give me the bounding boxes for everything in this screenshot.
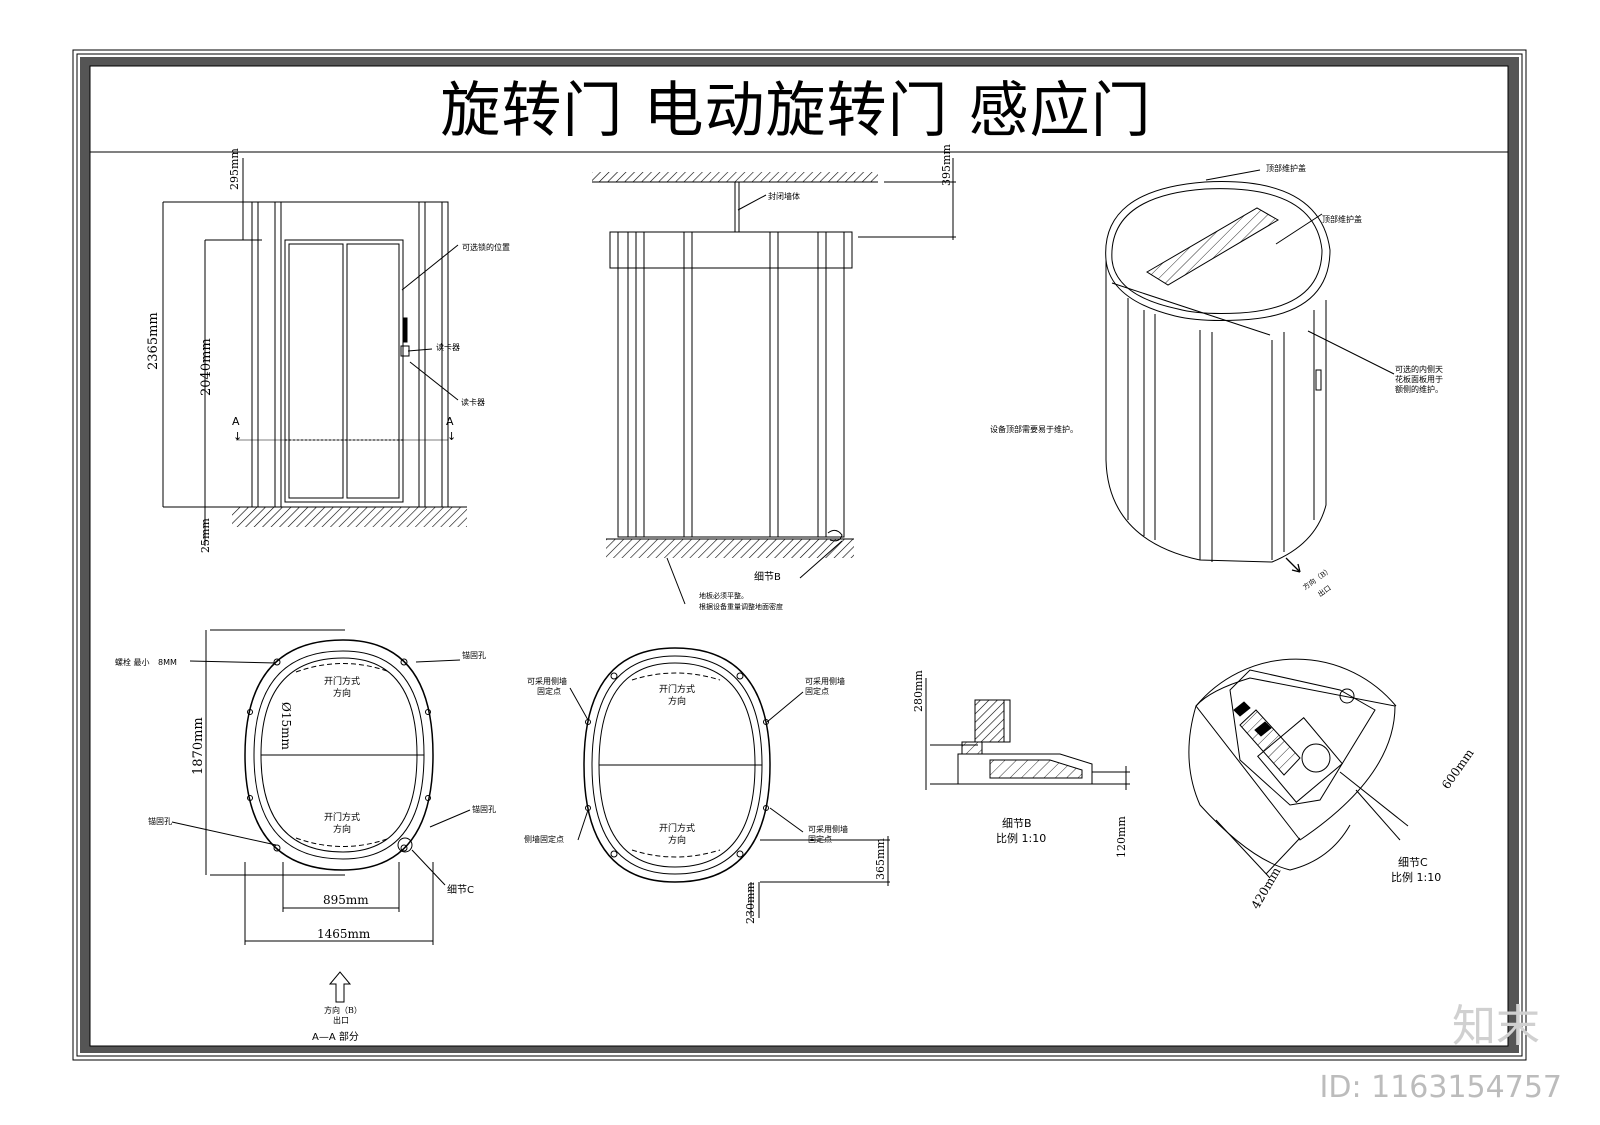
brand-watermark: 知末 <box>1452 1001 1540 1052</box>
side-elevation-text: 395mm 封闭墙体 细节B 地板必须平整。 根据设备重量调整地面密度 <box>699 144 953 611</box>
detail-b-name: 细节B <box>1002 817 1032 830</box>
detail-c-name: 细节C <box>1398 856 1428 869</box>
label-top-cover-1: 顶部维护盖 <box>1266 163 1306 173</box>
dim-top-295: 295mm <box>228 148 241 190</box>
plan-a-text: 螺栓 最小 8MM 锚固孔 锚固孔 锚固孔 开门方式 方向 开门方式 方向 18… <box>115 650 496 1043</box>
open-dir-bot-1: 开门方式 <box>324 811 360 823</box>
detail-b-text: 280mm 120mm 细节B 比例 1:10 <box>912 670 1128 858</box>
wall-fix-tr-1: 可采用侧墙 <box>805 676 845 686</box>
bolt-label-1: 螺栓 最小 <box>115 657 150 667</box>
anchor-hole-right: 锚固孔 <box>472 804 496 814</box>
front-elevation <box>162 158 467 546</box>
detail-c <box>1188 658 1409 879</box>
anchor-hole-left: 锚固孔 <box>148 816 172 826</box>
ceiling-note-3: 额侧的维护。 <box>1395 384 1443 394</box>
detail-c-scale: 比例 1:10 <box>1391 870 1441 884</box>
direction-b-plan: 方向（B） <box>324 1005 362 1015</box>
isometric-view <box>1105 169 1395 573</box>
detail-b <box>925 678 1130 790</box>
open-dir-top-2: 方向 <box>333 687 351 699</box>
open-dir-top-1: 开门方式 <box>324 675 360 687</box>
wall-fix-tr-2: 固定点 <box>805 686 829 696</box>
section-arrow-left: ↓ <box>233 430 242 443</box>
front-elevation-text: 295mm 2365mm 2040mm 25mm A A ↓ ↓ 可选锁的位置 … <box>146 148 510 553</box>
image-id-watermark: ID: 1163154757 <box>1319 1070 1562 1105</box>
detail-b-scale: 比例 1:10 <box>996 831 1046 845</box>
floor-note-1: 地板必须平整。 <box>699 591 748 600</box>
wall-fix-tl-2: 固定点 <box>537 686 561 696</box>
dim-total-2365: 2365mm <box>146 312 161 370</box>
dim-base-120: 120mm <box>1115 816 1128 858</box>
plan-b <box>569 647 890 918</box>
dim-height-280: 280mm <box>912 670 925 712</box>
dim-opening-895: 895mm <box>323 893 369 907</box>
label-top-cover-2: 顶部维护盖 <box>1322 214 1362 224</box>
dim-top-395: 395mm <box>940 144 953 186</box>
wall-fix-br-1: 可采用侧墙 <box>808 824 848 834</box>
floor-note-2: 根据设备重量调整地面密度 <box>699 602 783 611</box>
plan-a <box>171 629 471 1003</box>
ceiling-note-2: 花板面板用于 <box>1395 374 1443 384</box>
drawing-title: 旋转门 电动旋转门 感应门 <box>440 76 1152 146</box>
label-ceiling: 封闭墙体 <box>768 191 800 201</box>
dim-door-2040: 2040mm <box>199 338 214 396</box>
dim-dia-15: Ø15mm <box>279 702 293 750</box>
label-detail-b-ref: 细节B <box>754 570 781 583</box>
bolt-label-2: 8MM <box>158 658 177 667</box>
wall-fix-bl: 侧墙固定点 <box>524 834 564 844</box>
open-dir-b-bot-1: 开门方式 <box>659 822 695 834</box>
section-a-a: A—A 部分 <box>312 1030 359 1043</box>
open-dir-bot-2: 方向 <box>333 823 351 835</box>
section-mark-right: A <box>446 415 454 428</box>
detail-c-ref: 细节C <box>447 883 474 896</box>
wall-fix-tl-1: 可采用侧墙 <box>527 676 567 686</box>
open-dir-b-top-2: 方向 <box>668 695 686 707</box>
dim-width-1465: 1465mm <box>317 927 371 941</box>
section-arrow-right: ↓ <box>447 430 456 443</box>
open-dir-b-bot-2: 方向 <box>668 834 686 846</box>
label-card-reader-2: 读卡器 <box>461 397 485 407</box>
section-mark-left: A <box>232 415 240 428</box>
open-dir-b-top-1: 开门方式 <box>659 683 695 695</box>
dim-depth-1870: 1870mm <box>191 717 206 775</box>
plan-b-text: 可采用侧墙 固定点 可采用侧墙 固定点 侧墙固定点 可采用侧墙 固定点 开门方式… <box>524 676 887 924</box>
side-elevation <box>592 158 956 605</box>
anchor-hole-top: 锚固孔 <box>462 650 486 660</box>
wall-fix-br-2: 固定点 <box>808 834 832 844</box>
dim-floor-25: 25mm <box>199 518 212 553</box>
label-maintenance: 设备顶部需要易于维护。 <box>990 424 1078 434</box>
ceiling-note-1: 可选的内侧天 <box>1395 364 1443 374</box>
exit-plan: 出口 <box>333 1015 349 1025</box>
dim-post-230: 230mm <box>744 882 757 924</box>
dim-gap-365: 365mm <box>874 838 887 880</box>
label-card-reader-1: 读卡器 <box>436 342 460 352</box>
label-lock-position: 可选锁的位置 <box>462 242 510 252</box>
